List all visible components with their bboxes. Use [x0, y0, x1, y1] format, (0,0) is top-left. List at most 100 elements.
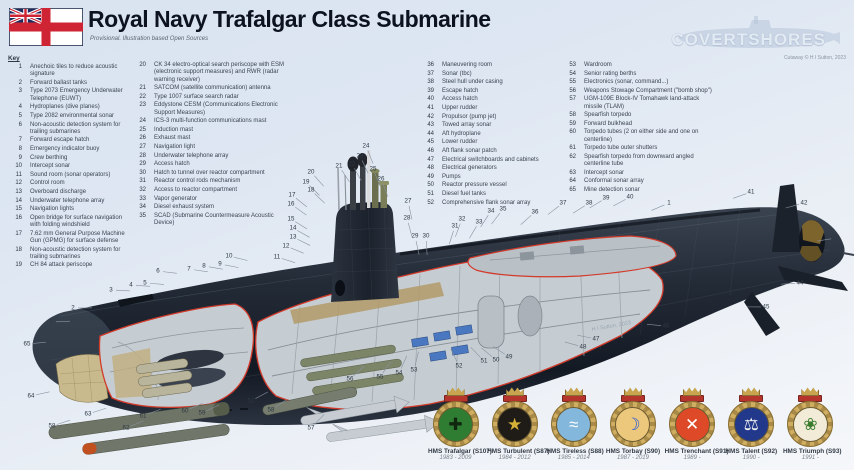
key-item-text: Spearfish torpedo — [584, 112, 632, 119]
key-item-text: Lower rudder — [442, 139, 478, 146]
ship-badge: ❀HMS Triumph (S93)1991 - — [783, 386, 842, 461]
key-item-text: Pumps — [442, 173, 461, 180]
key-item-text: Open bridge for surface navigation with … — [30, 214, 123, 229]
crest: ☽ — [605, 386, 660, 447]
key-item-number: 13 — [15, 189, 22, 196]
key-item-text: Type 2082 environmental sonar — [30, 112, 115, 119]
key-item-number: 59 — [569, 120, 576, 127]
key-item-number: 10 — [15, 163, 22, 170]
key-item-number: 17 — [15, 230, 22, 237]
key-item-number: 52 — [427, 199, 434, 206]
key-item-text: Intercept sonar — [30, 163, 71, 170]
key-item-text: Hydroplanes (dive planes) — [30, 104, 100, 111]
key-item-number: 43 — [427, 122, 434, 129]
crest-field: ✚ — [438, 406, 473, 442]
lower-rudder — [744, 292, 780, 336]
key-item-number: 20 — [139, 62, 146, 68]
key-item-number: 29 — [139, 161, 146, 168]
rope-ring-icon: ★ — [491, 401, 538, 447]
crest-emblem-icon: ✕ — [685, 414, 700, 434]
crest-emblem-icon: ★ — [507, 414, 523, 434]
deck-casing-ridge — [399, 208, 761, 256]
crest: ✚ — [428, 386, 483, 447]
key-item-text: Electronics (sonar, command...) — [584, 79, 669, 86]
key-item-text: Diesel exhaust system — [154, 204, 215, 211]
vapor-generator — [517, 295, 543, 337]
key-item-text: Maneuvering room — [442, 62, 493, 68]
key-item-number: 12 — [15, 180, 22, 187]
rope-ring-icon: ❀ — [787, 401, 834, 447]
key-item-number: 62 — [569, 153, 576, 160]
key-item-text: Non-acoustic detection system for traili… — [30, 246, 121, 260]
key-item-text: Anechoic tiles to reduce acoustic signat… — [30, 64, 118, 78]
key-item-number: 32 — [139, 187, 146, 194]
key-item-text: CH 84 attack periscope — [30, 262, 93, 269]
key-item-text: Weapons Stowage Compartment ("bomb shop"… — [584, 87, 712, 94]
key-item-text: Mine detection sonar — [584, 187, 640, 194]
key-item-number: 37 — [427, 70, 434, 77]
key-item-number: 8 — [18, 146, 22, 153]
crown-icon — [564, 387, 583, 396]
key-item-text: Upper rudder — [442, 104, 478, 111]
rope-ring-icon: ☽ — [609, 401, 656, 447]
key-item-text: UGM-109E Block-IV Tomahawk land-attack m… — [584, 96, 700, 110]
key-item-text: Crew berthing — [30, 154, 68, 161]
ship-badge: ✕HMS Trenchant (S91)1989 - — [665, 386, 729, 461]
crest-emblem-icon: ✚ — [448, 414, 463, 434]
key-item-number: 60 — [569, 129, 576, 136]
upper-deck-strip — [290, 282, 444, 324]
key-item-number: 45 — [427, 139, 434, 146]
key-item-text: Eddystone CESM (Communications Electroni… — [154, 102, 278, 116]
key-item-number: 4 — [18, 104, 22, 111]
crown-icon — [801, 387, 820, 396]
key-item-text: Type 2073 Emergency Underwater Telephone… — [30, 88, 123, 102]
crest-emblem-icon: ≈ — [569, 414, 579, 434]
key-item-number: 61 — [569, 145, 576, 152]
key-item-number: 57 — [569, 96, 576, 103]
key-item-text: Underwater telephone array — [30, 197, 105, 204]
key-item: 1 Anechoic tiles to reduce acoustic signa… — [8, 64, 134, 79]
ship-name: HMS Trafalgar (S107) — [428, 448, 492, 455]
ship-badge: ☽HMS Torbay (S90)1987 - 2019 — [605, 386, 660, 461]
key-item-text: Emergency indicator buoy — [30, 146, 100, 153]
key-item-number: 22 — [139, 93, 146, 100]
key-item-number: 11 — [15, 171, 22, 178]
crest-field: ★ — [497, 406, 533, 442]
cutaway-aft-casing — [467, 235, 677, 278]
crown-icon — [505, 387, 524, 396]
key-item-text: Comprehensive flank sonar array — [442, 199, 531, 206]
key-item-number: 1 — [18, 64, 22, 70]
key-item: 10 Intercept sonar — [8, 163, 134, 170]
key-item-text: Aft flank sonar patch — [442, 147, 497, 154]
key-item-text: Non-acoustic detection system for traili… — [30, 121, 121, 135]
key-item-number: 2 — [18, 79, 22, 86]
key-item-number: 40 — [427, 96, 434, 103]
